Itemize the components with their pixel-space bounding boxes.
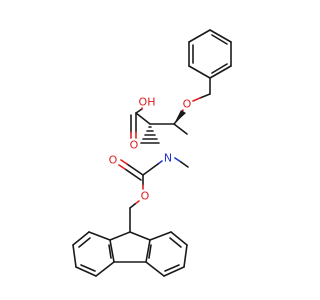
nitrogen-atom: N [164,152,172,165]
ester-ch2-bond-red [134,200,140,205]
calpha-cooh-bond [135,112,151,125]
ether-oxygen: O [183,98,192,111]
carboxyl-coh-bond [135,108,143,114]
n-methyl-bond [180,161,189,168]
benzyl-phenyl-ring [188,29,232,79]
carbamate-carbonyl-oxygen: O [109,154,118,167]
carbonyl-oxygen: O [130,139,139,152]
fluorene-ring-system [72,231,188,277]
carbamate-co-double-1 [126,163,144,176]
ester-ch2-bond [129,203,136,209]
calpha-n-hashed-wedge [140,126,160,144]
ch2-o-bond-red [192,97,201,102]
carbamate-co-double-2-red [118,164,126,170]
molecule-structure: O O OH N O O [72,29,232,277]
carbamate-ester-oxygen: O [141,190,150,203]
cbeta-o-wedge [174,110,186,124]
carbamate-co-double-2 [124,168,142,181]
cbeta-methyl-bond [173,123,188,135]
n-methyl-bond-blue [174,157,182,163]
n-carbamate-bond-blue [157,160,163,165]
ch2-o-bond [199,93,211,99]
hydroxyl-oh: OH [139,96,156,109]
carbamate-co-double-1-red [120,159,128,165]
n-carbamate-bond [142,163,159,176]
